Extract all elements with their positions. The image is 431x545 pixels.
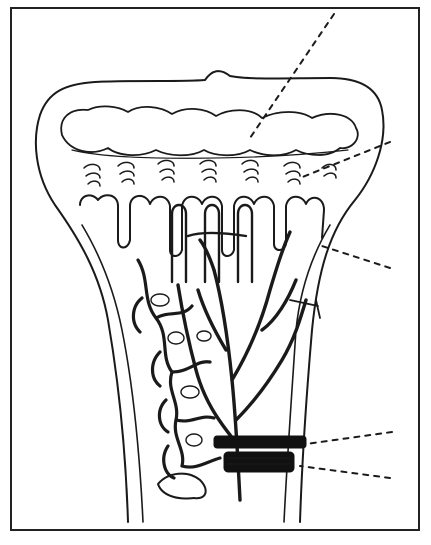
leader-line-4 (306, 432, 392, 444)
bone-outer-contour (36, 71, 384, 522)
metaphyseal-loops (80, 195, 324, 256)
cortex-left (82, 225, 143, 522)
metaphysis-base (158, 474, 206, 499)
periosteal-vessel (214, 436, 306, 472)
chondrocyte-columns (84, 160, 336, 186)
capillary-loops (172, 205, 252, 282)
leader-line-3 (322, 246, 390, 268)
ossification-centre (61, 106, 358, 155)
cortex-right (284, 225, 330, 522)
leader-line-5 (300, 466, 390, 478)
leader-line-1 (250, 14, 334, 138)
trabecular-network (133, 260, 220, 478)
leader-lines (250, 14, 392, 478)
